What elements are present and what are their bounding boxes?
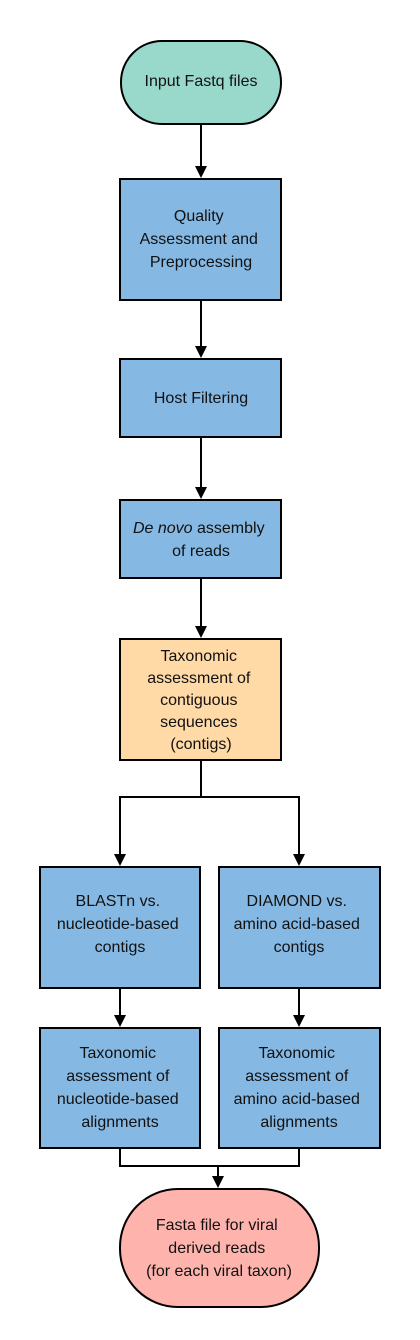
node-end-shape bbox=[119, 1188, 320, 1308]
node-quality-assessment-shape bbox=[119, 178, 282, 301]
node-nucleotide-alignments-shape bbox=[39, 1027, 201, 1149]
node-host-filtering-label: Host Filtering bbox=[154, 390, 248, 407]
node-end: Fasta file for viral derived reads (for … bbox=[119, 1188, 320, 1308]
node-start-label: Input Fastq files bbox=[145, 73, 258, 90]
node-taxonomic-contigs-shape bbox=[119, 638, 282, 761]
node-quality-assessment-label: Quality Assessment and Preprocessing bbox=[140, 208, 263, 271]
connector-merge bbox=[119, 1148, 300, 1167]
node-nucleotide-alignments-label: Taxonomic assessment of nucleotide-based… bbox=[57, 1045, 183, 1131]
node-taxonomic-contigs: Taxonomic assessment of contiguous seque… bbox=[119, 638, 282, 761]
node-host-filtering-shape bbox=[119, 358, 282, 438]
node-blastn-label: BLASTn vs. nucleotide-based contigs bbox=[57, 893, 183, 956]
node-host-filtering: Host Filtering bbox=[119, 358, 282, 438]
node-quality-assessment: Quality Assessment and Preprocessing bbox=[119, 178, 282, 301]
node-blastn-shape bbox=[39, 866, 201, 989]
node-de-novo-assembly: De novo assembly of reads bbox=[119, 499, 282, 579]
connector-taxo-branch bbox=[119, 760, 202, 864]
node-end-label: Fasta file for viral derived reads (for … bbox=[146, 1217, 292, 1280]
node-nucleotide-alignments: Taxonomic assessment of nucleotide-based… bbox=[39, 1027, 201, 1149]
node-taxonomic-contigs-label: Taxonomic assessment of contiguous seque… bbox=[147, 648, 255, 753]
node-diamond-shape bbox=[218, 866, 381, 989]
node-amino-acid-alignments: Taxonomic assessment of amino acid-based… bbox=[218, 1027, 381, 1149]
connectors bbox=[114, 124, 305, 1188]
node-de-novo-assembly-label: De novo assembly of reads bbox=[133, 520, 269, 560]
node-start-shape bbox=[120, 40, 282, 125]
node-amino-acid-alignments-label: Taxonomic assessment of amino acid-based… bbox=[234, 1045, 365, 1131]
node-start: Input Fastq files bbox=[120, 40, 282, 125]
arrow-branch-to-diamond bbox=[201, 796, 305, 866]
node-de-novo-assembly-shape bbox=[119, 499, 282, 579]
node-diamond-label: DIAMOND vs. amino acid-based contigs bbox=[234, 893, 365, 956]
node-diamond: DIAMOND vs. amino acid-based contigs bbox=[218, 866, 381, 989]
node-blastn: BLASTn vs. nucleotide-based contigs bbox=[39, 866, 201, 989]
node-amino-acid-alignments-shape bbox=[218, 1027, 381, 1149]
